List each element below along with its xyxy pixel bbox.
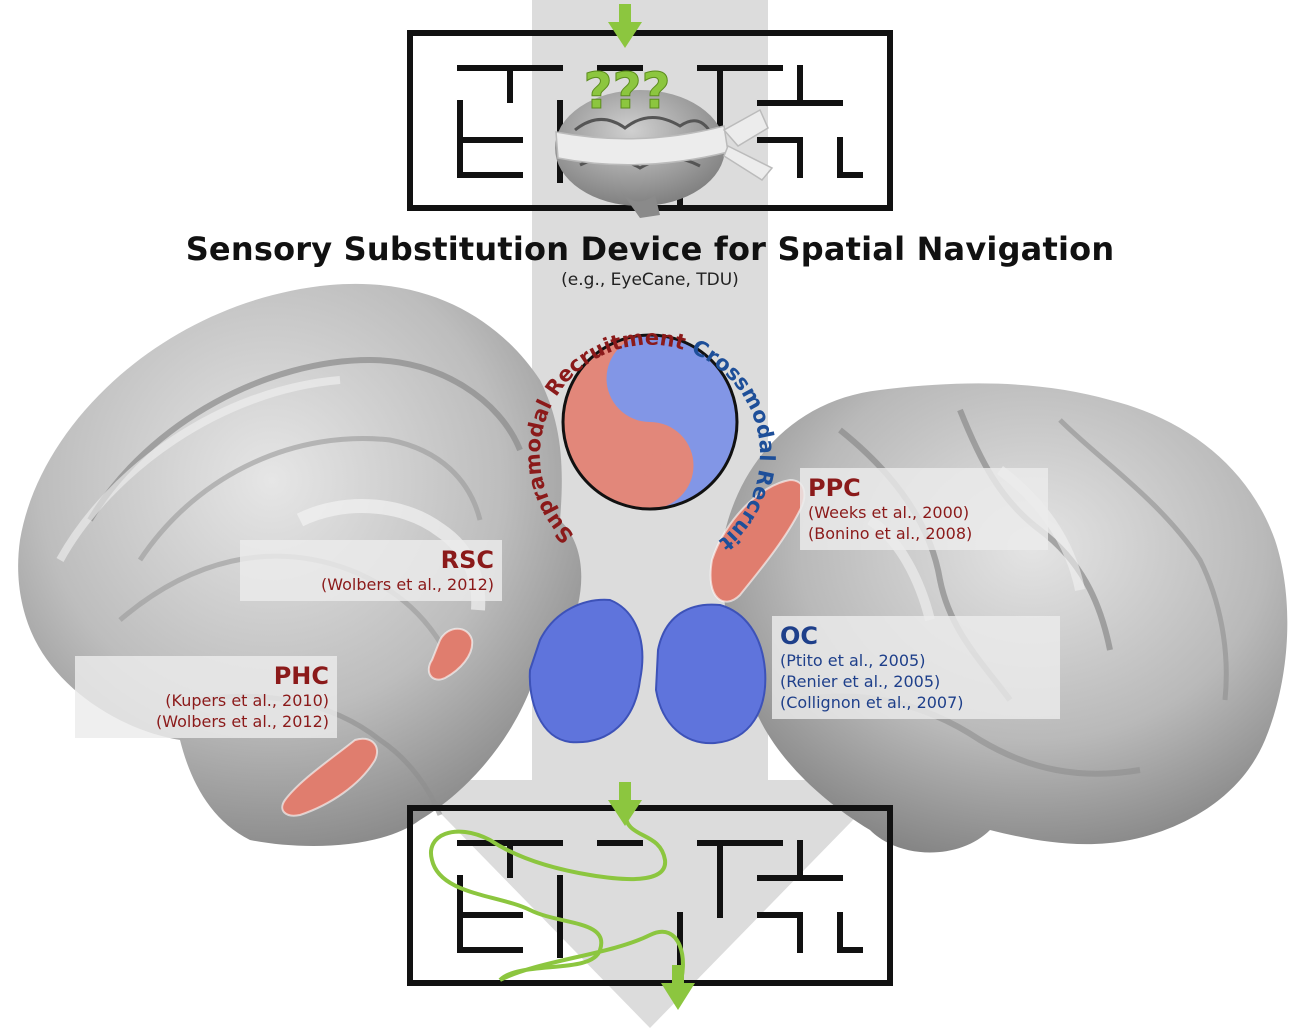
oc-label-box: OC (Ptito et al., 2005) (Renier et al., … [772, 616, 1060, 719]
phc-ref-1: (Wolbers et al., 2012) [155, 712, 329, 731]
yin-yang-top-dot [639, 367, 661, 390]
oc-region-left [528, 598, 644, 744]
ppc-label-box: PPC (Weeks et al., 2000) (Bonino et al.,… [800, 468, 1048, 550]
exit-arrow-icon [661, 965, 695, 1010]
rsc-ref-0: (Wolbers et al., 2012) [320, 575, 494, 594]
oc-ref-1: (Renier et al., 2005) [780, 672, 941, 691]
rsc-name: RSC [440, 546, 494, 574]
yin-yang-bottom-dot [639, 454, 661, 477]
bottom-entry-arrow-icon [608, 782, 642, 826]
oc-region-right [654, 603, 767, 745]
supramodal-regions [281, 478, 806, 817]
oc-ref-2: (Collignon et al., 2007) [780, 693, 964, 712]
question-marks: ??? [583, 62, 670, 120]
blindfolded-brain-icon [555, 90, 774, 218]
oc-ref-0: (Ptito et al., 2005) [780, 651, 926, 670]
phc-label-box: PHC (Kupers et al., 2010) (Wolbers et al… [75, 656, 337, 738]
page-subtitle: (e.g., EyeCane, TDU) [561, 270, 739, 290]
ppc-name: PPC [808, 474, 861, 502]
title-block: Sensory Substitution Device for Spatial … [0, 230, 1300, 290]
phc-region [281, 737, 378, 817]
rsc-label-box: RSC (Wolbers et al., 2012) [240, 540, 502, 601]
yin-yang-outline [561, 333, 739, 511]
crossmodal-regions [528, 598, 767, 745]
ppc-ref-1: (Bonino et al., 2008) [808, 524, 973, 543]
navigation-path [428, 811, 685, 991]
rsc-region [427, 627, 474, 681]
yin-yang-icon [561, 333, 739, 511]
page-title: Sensory Substitution Device for Spatial … [185, 230, 1115, 268]
top-entry-arrow-icon [608, 4, 642, 48]
oc-name: OC [780, 622, 819, 650]
ppc-region [709, 478, 806, 603]
phc-name: PHC [273, 662, 329, 690]
phc-ref-0: (Kupers et al., 2010) [165, 691, 329, 710]
ppc-ref-0: (Weeks et al., 2000) [808, 503, 970, 522]
